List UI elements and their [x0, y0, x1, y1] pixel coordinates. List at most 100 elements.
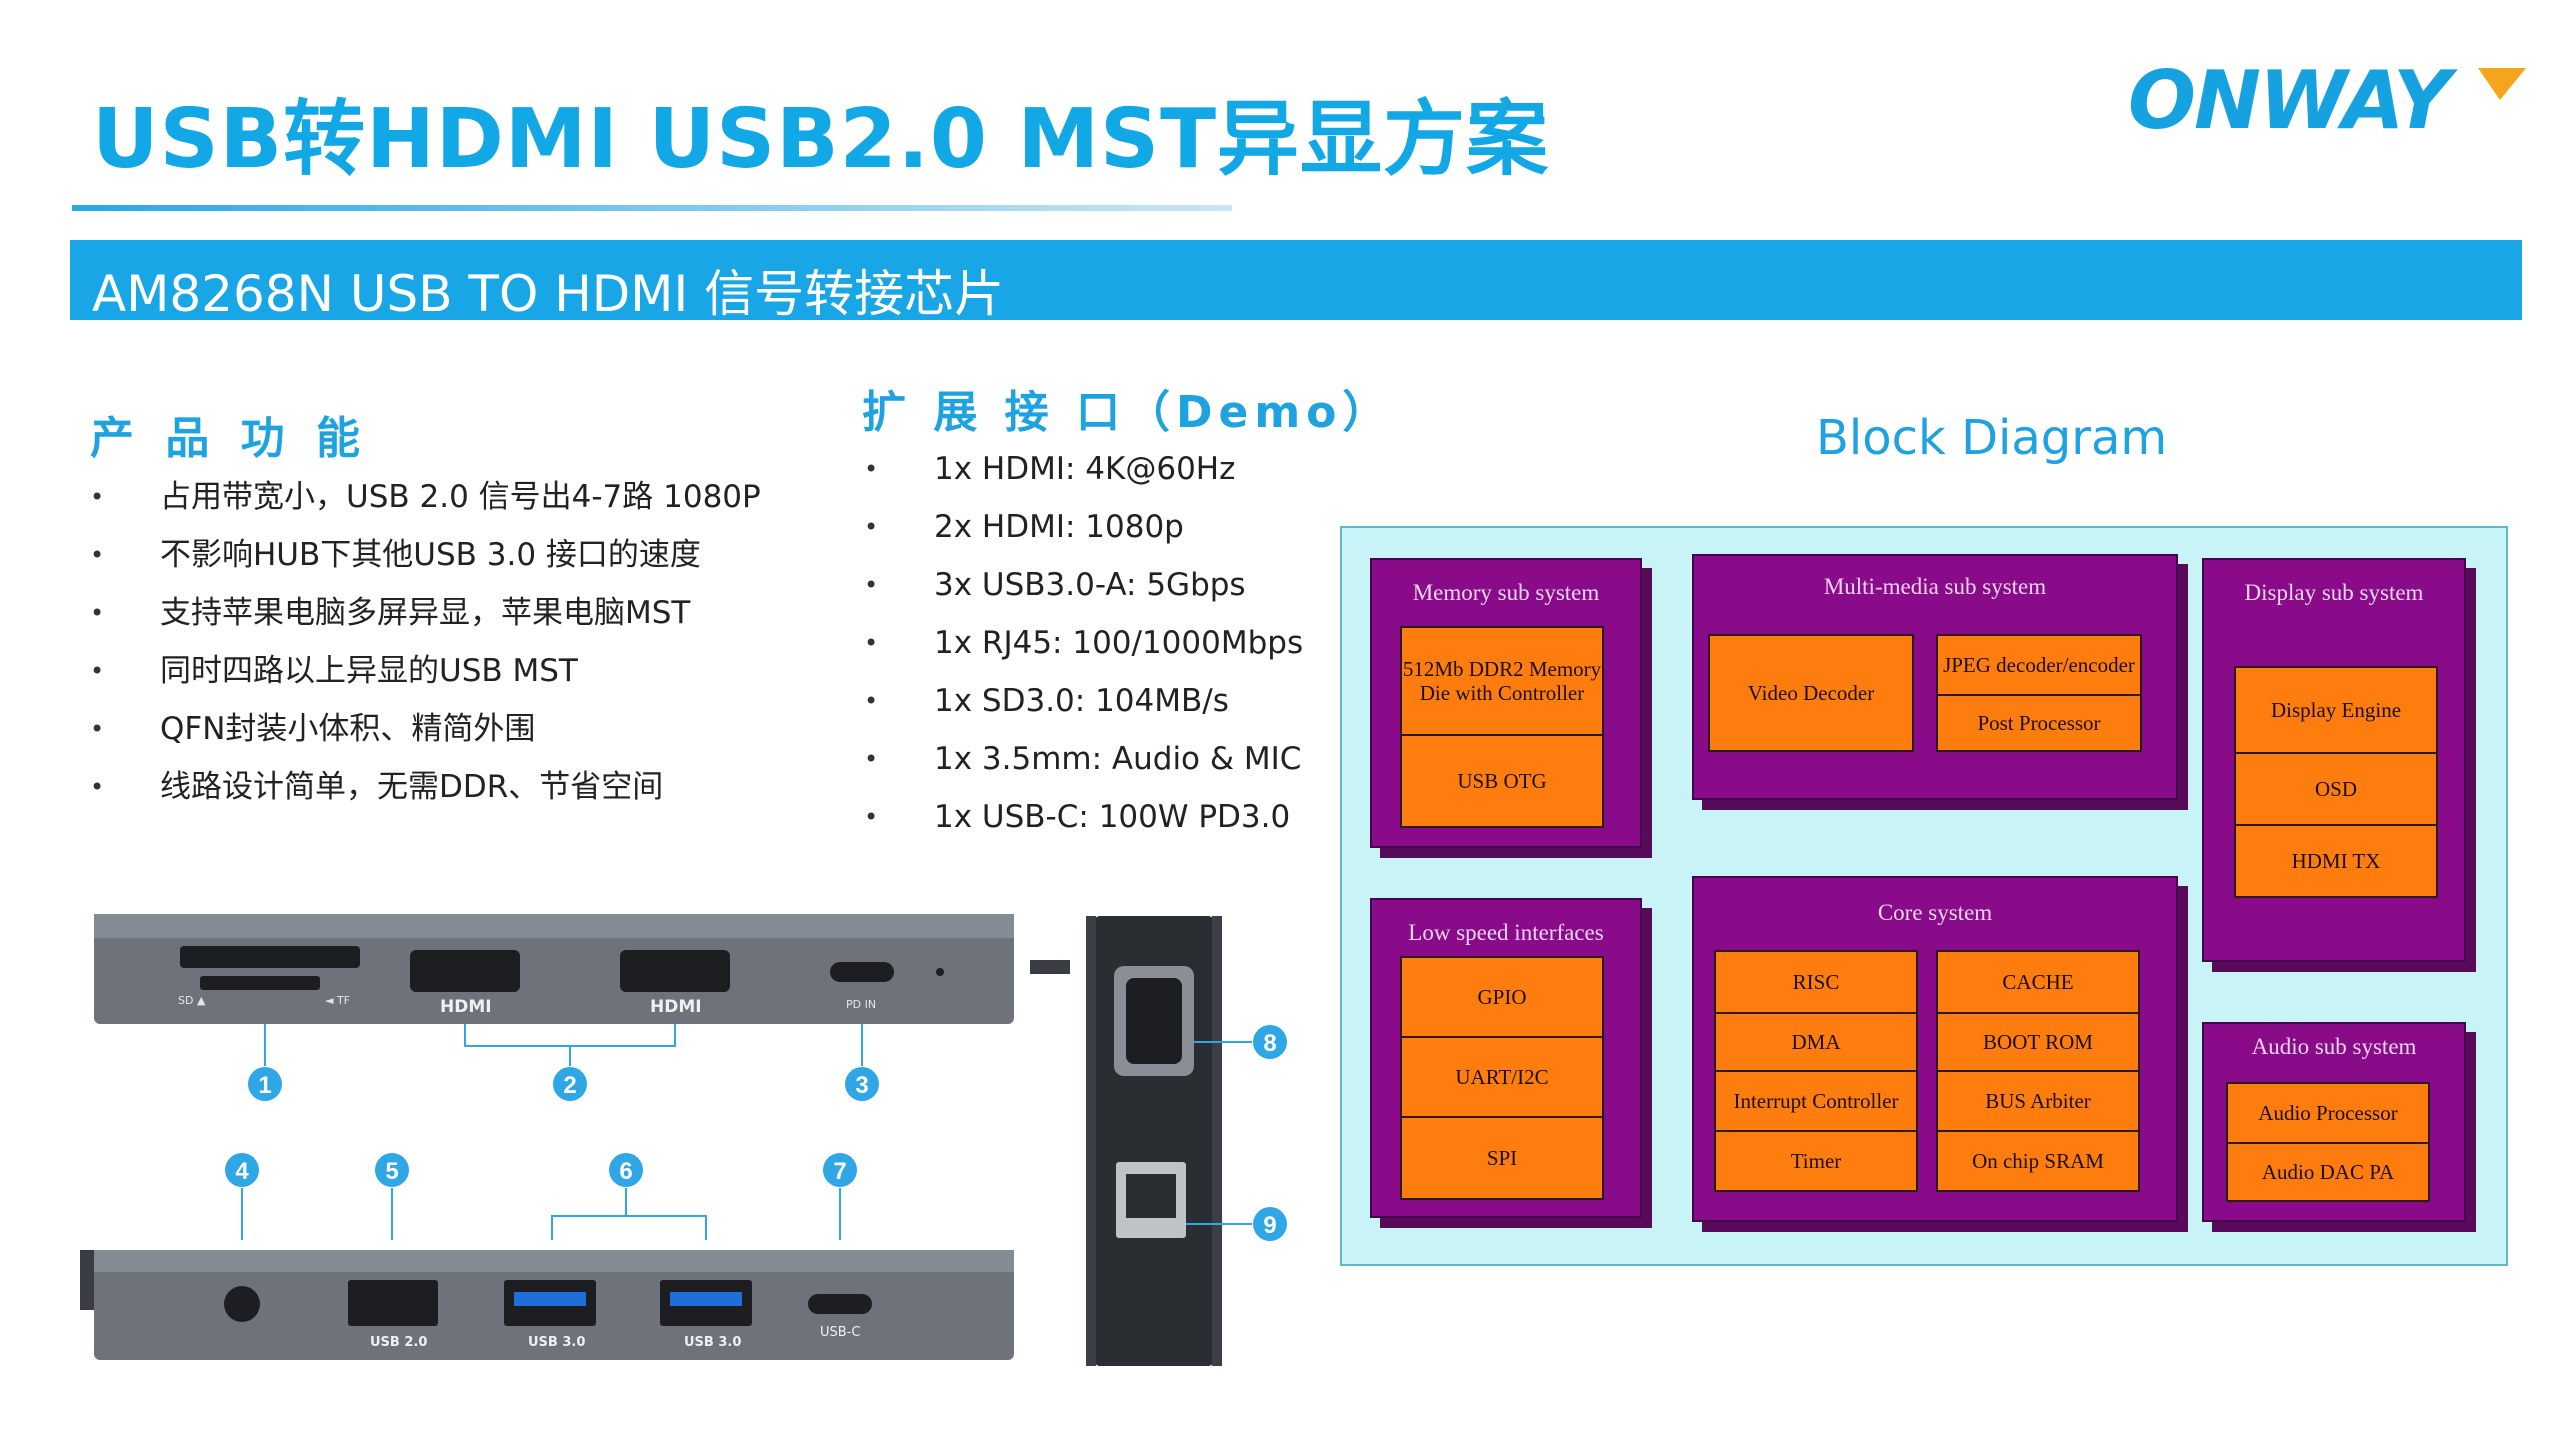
- subsystem-label: Audio sub system: [2251, 1034, 2417, 1059]
- callout-5: [375, 1153, 409, 1187]
- list-item: •1x RJ45: 100/1000Mbps: [862, 614, 1303, 672]
- spi-block: SPI: [1400, 1116, 1604, 1200]
- block-diagram-title: Block Diagram: [1816, 410, 2168, 466]
- svg-text:SD ▲: SD ▲: [178, 994, 206, 1007]
- bullet-icon: •: [864, 745, 879, 773]
- callout-9: [1253, 1207, 1287, 1241]
- post-processor-block: Post Processor: [1936, 694, 2142, 752]
- svg-text:USB 3.0: USB 3.0: [528, 1335, 585, 1350]
- bullet-icon: •: [90, 483, 105, 511]
- memory-block: 512Mb DDR2 Memory Die with Controller: [1400, 626, 1604, 736]
- logo-accent-icon: [2478, 68, 2526, 100]
- features-list: •占用带宽小，USB 2.0 信号出4-7路 1080P •不影响HUB下其他U…: [88, 468, 761, 816]
- svg-text:8: 8: [1263, 1030, 1276, 1057]
- logo-text: ONWAY: [2128, 60, 2458, 140]
- product-photo-front-back: SD ▲ ◄ TF HDMI HDMI PD IN 1 2 3 4 5 6 7 …: [80, 914, 1070, 1360]
- uart-block: UART/I2C: [1400, 1036, 1604, 1118]
- interfaces-list: •1x HDMI: 4K@60Hz •2x HDMI: 1080p •3x US…: [862, 440, 1303, 846]
- callout-1: [248, 1067, 282, 1101]
- list-item: •3x USB3.0-A: 5Gbps: [862, 556, 1303, 614]
- callout-6: [609, 1153, 643, 1187]
- bus-arbiter-block: BUS Arbiter: [1936, 1070, 2140, 1132]
- svg-text:5: 5: [385, 1158, 398, 1185]
- list-item: •线路设计简单，无需DDR、节省空间: [88, 758, 761, 816]
- page-title: USB转HDMI USB2.0 MST异显方案: [92, 92, 1550, 187]
- features-heading: 产 品 功 能: [90, 413, 368, 464]
- timer-block: Timer: [1714, 1130, 1918, 1192]
- cache-block: CACHE: [1936, 950, 2140, 1014]
- svg-text:HDMI: HDMI: [440, 997, 492, 1017]
- title-underline: [72, 205, 1232, 211]
- svg-text:USB 3.0: USB 3.0: [684, 1335, 741, 1350]
- bullet-icon: •: [90, 599, 105, 627]
- audio-dac-block: Audio DAC PA: [2226, 1142, 2430, 1202]
- list-item: •1x SD3.0: 104MB/s: [862, 672, 1303, 730]
- callout-8: [1253, 1025, 1287, 1059]
- gpio-block: GPIO: [1400, 956, 1604, 1038]
- svg-text:USB 2.0: USB 2.0: [370, 1335, 427, 1350]
- display-engine-block: Display Engine: [2234, 666, 2438, 754]
- svg-text:◄ TF: ◄ TF: [325, 994, 350, 1007]
- bullet-icon: •: [90, 773, 105, 801]
- list-item: •同时四路以上异显的USB MST: [88, 642, 761, 700]
- risc-block: RISC: [1714, 950, 1918, 1014]
- svg-text:6: 6: [619, 1158, 632, 1185]
- svg-text:9: 9: [1263, 1212, 1276, 1239]
- subsystem-label: Memory sub system: [1412, 580, 1600, 605]
- bullet-icon: •: [864, 629, 879, 657]
- display-subsystem: Display sub system Display Engine OSD HD…: [2202, 558, 2466, 962]
- list-item: •占用带宽小，USB 2.0 信号出4-7路 1080P: [88, 468, 761, 526]
- hdmi-tx-block: HDMI TX: [2234, 824, 2438, 898]
- subsystem-label: Core system: [1877, 900, 1993, 925]
- sram-block: On chip SRAM: [1936, 1130, 2140, 1192]
- banner-text: AM8268N USB TO HDMI 信号转接芯片: [92, 265, 1005, 323]
- bullet-icon: •: [864, 513, 879, 541]
- boot-rom-block: BOOT ROM: [1936, 1012, 2140, 1072]
- list-item: •QFN封装小体积、精简外围: [88, 700, 761, 758]
- audio-processor-block: Audio Processor: [2226, 1082, 2430, 1144]
- usb-otg-block: USB OTG: [1400, 734, 1604, 828]
- osd-block: OSD: [2234, 752, 2438, 826]
- list-item: •支持苹果电脑多屏异显，苹果电脑MST: [88, 584, 761, 642]
- block-diagram: Memory sub system 512Mb DDR2 Memory Die …: [1340, 526, 2508, 1266]
- bullet-icon: •: [90, 715, 105, 743]
- list-item: •1x HDMI: 4K@60Hz: [862, 440, 1303, 498]
- callout-7: [823, 1153, 857, 1187]
- section-banner: AM8268N USB TO HDMI 信号转接芯片: [70, 240, 2522, 323]
- subsystem-label: Low speed interfaces: [1408, 920, 1604, 945]
- list-item: •2x HDMI: 1080p: [862, 498, 1303, 556]
- list-item: •不影响HUB下其他USB 3.0 接口的速度: [88, 526, 761, 584]
- video-decoder-block: Video Decoder: [1708, 634, 1914, 752]
- core-system: Core system RISC CACHE DMA BOOT ROM Inte…: [1692, 876, 2178, 1222]
- low-speed-interfaces: Low speed interfaces GPIO UART/I2C SPI: [1370, 898, 1642, 1218]
- svg-text:3: 3: [855, 1072, 868, 1099]
- memory-subsystem: Memory sub system 512Mb DDR2 Memory Die …: [1370, 558, 1642, 848]
- svg-text:USB-C: USB-C: [820, 1325, 860, 1340]
- product-photo-side: 8 9: [1086, 916, 1287, 1366]
- dma-block: DMA: [1714, 1012, 1918, 1072]
- bullet-icon: •: [90, 657, 105, 685]
- jpeg-block: JPEG decoder/encoder: [1936, 634, 2142, 696]
- svg-text:7: 7: [833, 1158, 846, 1185]
- svg-text:1: 1: [258, 1072, 271, 1099]
- bullet-icon: •: [864, 803, 879, 831]
- bullet-icon: •: [864, 571, 879, 599]
- bullet-icon: •: [864, 455, 879, 483]
- list-item: •1x USB-C: 100W PD3.0: [862, 788, 1303, 846]
- bullet-icon: •: [90, 541, 105, 569]
- svg-text:HDMI: HDMI: [650, 997, 702, 1017]
- list-item: •1x 3.5mm: Audio & MIC: [862, 730, 1303, 788]
- callout-3: [845, 1067, 879, 1101]
- audio-subsystem: Audio sub system Audio Processor Audio D…: [2202, 1022, 2466, 1222]
- interrupt-controller-block: Interrupt Controller: [1714, 1070, 1918, 1132]
- onway-logo: ONWAY: [2128, 60, 2526, 140]
- multimedia-subsystem: Multi-media sub system Video Decoder JPE…: [1692, 554, 2178, 800]
- bullet-icon: •: [864, 687, 879, 715]
- callout-4: [225, 1153, 259, 1187]
- subsystem-label: Multi-media sub system: [1823, 574, 2047, 599]
- callout-2: [553, 1067, 587, 1101]
- interfaces-heading: 扩 展 接 口（Demo）: [862, 387, 1393, 438]
- svg-text:2: 2: [563, 1072, 576, 1099]
- svg-text:4: 4: [235, 1158, 249, 1185]
- subsystem-label: Display sub system: [2244, 580, 2424, 605]
